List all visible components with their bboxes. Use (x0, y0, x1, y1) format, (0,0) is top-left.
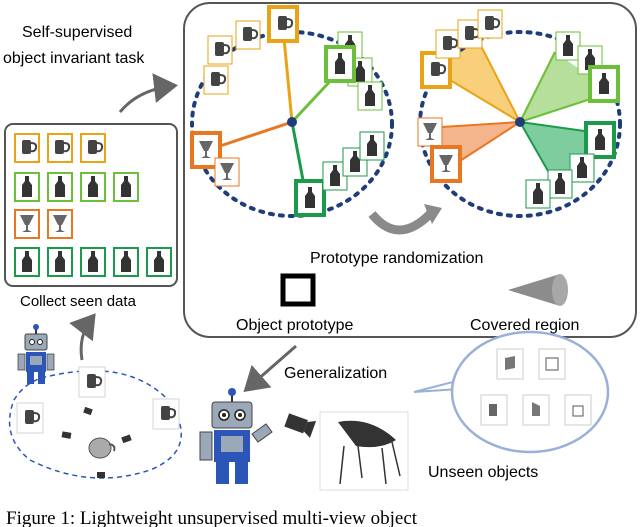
mug-icon (88, 437, 116, 459)
robot-icon (17, 324, 55, 384)
unseen-objects-label: Unseen objects (428, 464, 538, 481)
camera-icon (284, 413, 317, 438)
task-title-line1: Self-supervised (22, 24, 132, 41)
covered-region-label: Covered region (470, 317, 579, 334)
robot-icon (199, 388, 273, 484)
covered-region-icon (508, 274, 568, 306)
chair-image-card (319, 411, 409, 491)
seen-data-grid (14, 133, 172, 277)
object-prototype-swatch (280, 273, 316, 307)
collect-seen-data-label: Collect seen data (20, 293, 137, 310)
photo-card (78, 366, 106, 398)
photo-card (16, 402, 44, 434)
camera-icon (61, 406, 132, 478)
chair-icon (338, 420, 396, 448)
figure-caption: Figure 1: Lightweight unsupervised multi… (6, 508, 418, 527)
camera-path (8, 370, 182, 479)
task-box (183, 2, 637, 338)
photo-card (152, 398, 180, 430)
generalization-label: Generalization (284, 365, 387, 382)
prototype-randomization-label: Prototype randomization (310, 250, 483, 267)
seen-data-box (4, 123, 178, 287)
task-title-line2: object invariant task (3, 50, 145, 67)
arrow-icon (118, 73, 178, 113)
prototype-diagram-right (417, 9, 622, 218)
randomization-arrow-icon (368, 210, 434, 235)
unseen-objects-bubble (413, 330, 610, 454)
prototype-diagram-left (190, 5, 394, 218)
object-prototype-label: Object prototype (236, 317, 354, 334)
